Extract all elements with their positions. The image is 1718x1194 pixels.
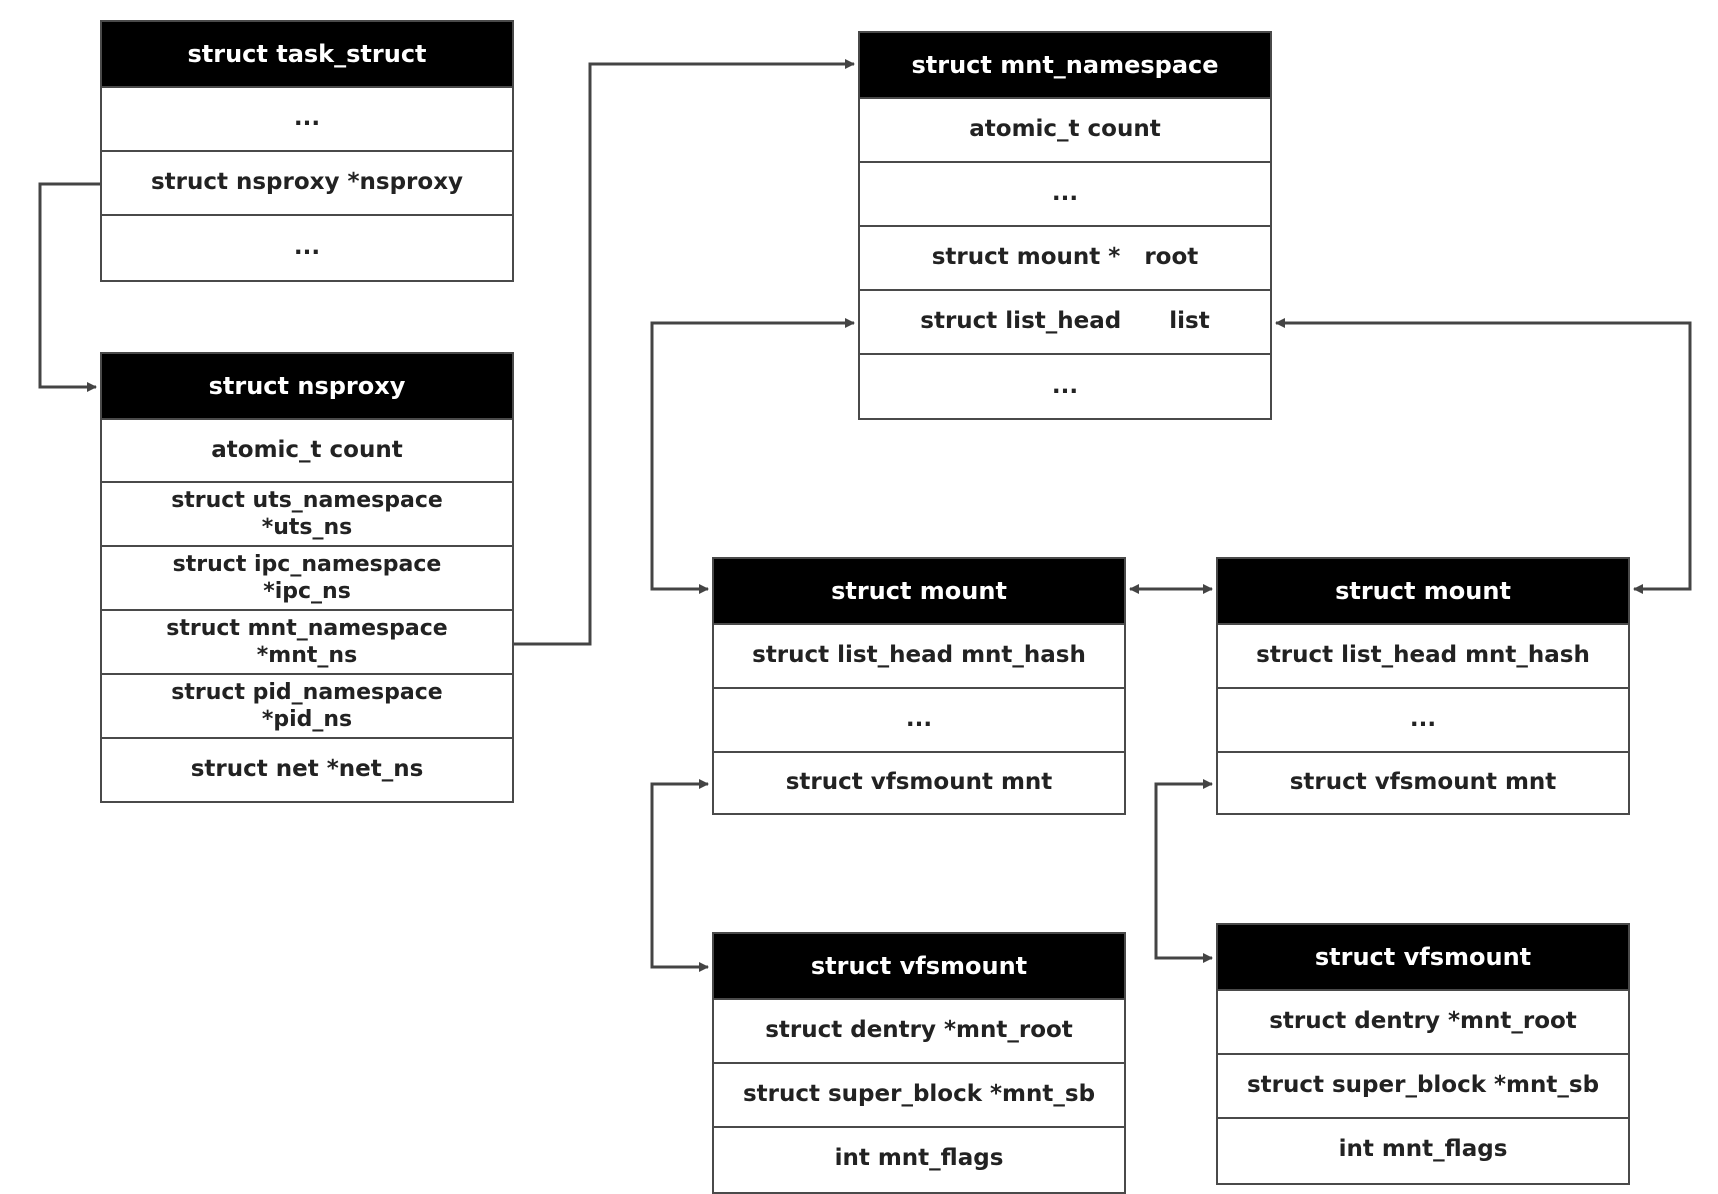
struct-field: struct super_block *mnt_sb <box>714 1064 1124 1128</box>
struct-field: struct vfsmount mnt <box>785 769 1053 796</box>
struct-field: struct list_head mnt_hash <box>1218 625 1628 689</box>
arrow-mnt-ns-ptr <box>514 59 855 646</box>
struct-field: ... <box>1051 372 1079 399</box>
struct-field: struct vfsmount mnt <box>1289 769 1557 796</box>
struct-title: struct task_struct <box>102 22 512 88</box>
struct-mnt-namespace: struct mnt_namespace atomic_t count ... … <box>858 31 1272 420</box>
struct-field: struct mount * root <box>860 227 1270 291</box>
struct-field: struct super_block *mnt_sb <box>1218 1055 1628 1119</box>
arrow-list-to-mount-left <box>650 318 855 594</box>
arrow-mnt-to-vfsmount-left <box>650 779 709 972</box>
struct-field: ... <box>1218 689 1628 753</box>
struct-field: struct mnt_namespace *mnt_ns <box>102 611 512 675</box>
struct-title: struct mnt_namespace <box>860 33 1270 99</box>
struct-field: struct nsproxy *nsproxy <box>102 152 512 216</box>
struct-field: atomic_t count <box>102 420 512 483</box>
struct-field: struct pid_namespace *pid_ns <box>102 675 512 739</box>
arrow-mnt-to-vfsmount-right <box>1154 779 1213 963</box>
struct-title: struct nsproxy <box>102 354 512 420</box>
arrow-list-to-mount-right <box>1275 318 1692 594</box>
struct-nsproxy: struct nsproxy atomic_t count struct uts… <box>100 352 514 803</box>
arrow-nsproxy-ptr <box>38 182 100 392</box>
struct-field: struct dentry *mnt_root <box>1218 991 1628 1055</box>
struct-field: ... <box>102 88 512 152</box>
struct-field: int mnt_flags <box>834 1145 1004 1172</box>
struct-field: struct dentry *mnt_root <box>714 1000 1124 1064</box>
struct-field: struct list_head mnt_hash <box>714 625 1124 689</box>
struct-field: atomic_t count <box>860 99 1270 163</box>
struct-field: struct uts_namespace *uts_ns <box>102 483 512 547</box>
struct-field: ... <box>293 234 321 261</box>
struct-mount-right: struct mount struct list_head mnt_hash .… <box>1216 557 1630 815</box>
struct-title: struct vfsmount <box>714 934 1124 1000</box>
struct-vfsmount-left: struct vfsmount struct dentry *mnt_root … <box>712 932 1126 1194</box>
struct-field: struct ipc_namespace *ipc_ns <box>102 547 512 611</box>
struct-field: struct net *net_ns <box>190 756 424 783</box>
struct-vfsmount-right: struct vfsmount struct dentry *mnt_root … <box>1216 923 1630 1185</box>
struct-field: struct list_head list <box>860 291 1270 355</box>
struct-field: ... <box>714 689 1124 753</box>
struct-field: int mnt_flags <box>1338 1136 1508 1163</box>
struct-field: ... <box>860 163 1270 227</box>
struct-title: struct vfsmount <box>1218 925 1628 991</box>
struct-task-struct: struct task_struct ... struct nsproxy *n… <box>100 20 514 282</box>
